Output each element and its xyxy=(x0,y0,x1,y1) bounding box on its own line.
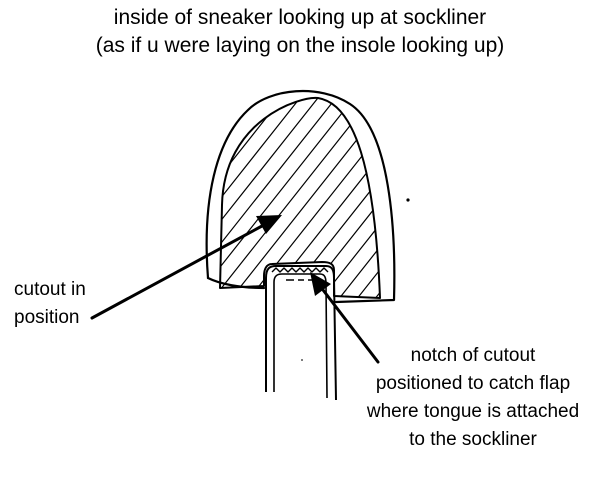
arrow-notch-head xyxy=(310,272,331,296)
title-line-2: (as if u were laying on the insole looki… xyxy=(95,34,505,57)
label-notch-of-cutout: notch of cutout positioned to catch flap… xyxy=(355,342,591,454)
sneaker-outer-bottom-edge xyxy=(206,276,266,290)
label-cutout-in-position: cutout in position xyxy=(14,276,86,332)
arrow-notch-shaft xyxy=(318,284,380,364)
label-cutout-line-1: cutout in xyxy=(14,279,86,300)
label-notch-line-1: notch of cutout xyxy=(410,345,536,366)
notch-zigzag xyxy=(271,267,329,273)
label-notch-line-4: to the sockliner xyxy=(409,429,537,450)
title-line-1: inside of sneaker looking up at sockline… xyxy=(113,6,487,29)
arrow-cutout-head xyxy=(256,215,282,234)
sketch-speck xyxy=(301,359,303,361)
arrow-cutout-shaft xyxy=(90,224,264,320)
sketch-speck xyxy=(406,198,410,202)
label-cutout-line-2: position xyxy=(14,307,80,328)
label-notch-line-2: positioned to catch flap xyxy=(375,373,571,394)
cutout-outline xyxy=(219,96,381,299)
sneaker-outer-outline xyxy=(205,89,396,304)
tongue-inner-outline xyxy=(273,273,328,399)
label-notch-line-3: where tongue is attached xyxy=(366,401,580,422)
tongue-outline xyxy=(265,265,337,401)
